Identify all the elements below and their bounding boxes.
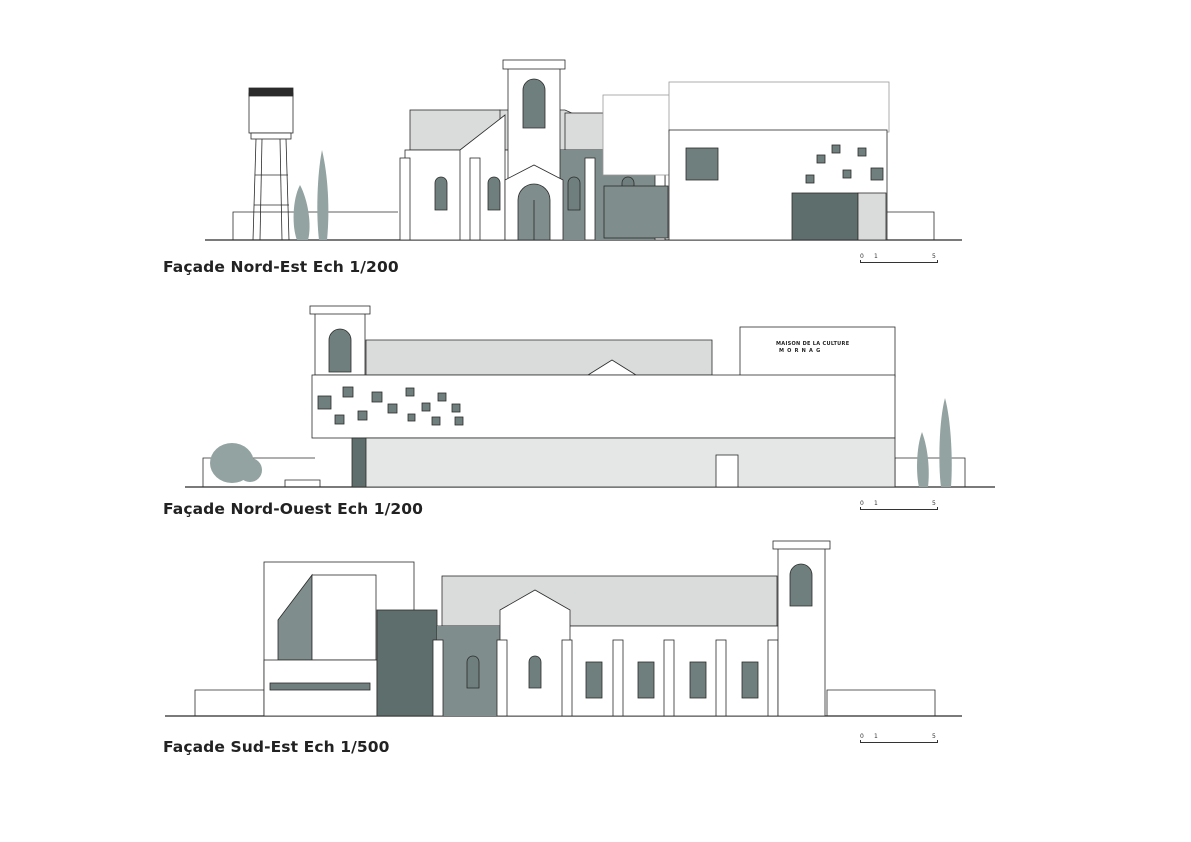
scale-tick: 0	[860, 733, 864, 740]
scale-tick: 0	[860, 253, 864, 260]
scale-tick: 1	[874, 253, 878, 260]
tree	[317, 150, 329, 240]
scale-tick: 1	[874, 733, 878, 740]
elevation-title-nord-ouest: Façade Nord-Ouest Ech 1/200	[163, 500, 424, 518]
scale-tick: 1	[874, 500, 878, 507]
scale-bar-line	[860, 740, 938, 743]
scale-bar: 0 1 5	[860, 253, 938, 265]
sign-text-line1: MAISON DE LA CULTURE	[776, 341, 850, 347]
sign-block	[739, 326, 896, 378]
water-tower	[248, 87, 294, 241]
elevation-title-sud-est: Façade Sud-Est Ech 1/500	[163, 738, 390, 756]
tree	[238, 458, 262, 482]
tree	[293, 185, 310, 240]
scale-tick: 5	[932, 733, 936, 740]
scale-tick: 0	[860, 500, 864, 507]
roof	[441, 575, 778, 627]
scale-bar-line	[860, 260, 938, 263]
sign-text-line2: MORNAG	[779, 348, 823, 354]
scale-bar: 0 1 5	[860, 500, 938, 512]
elevation-title-nord-est: Façade Nord-Est Ech 1/200	[163, 258, 399, 276]
scale-bar: 0 1 5	[860, 733, 938, 745]
tree	[917, 432, 929, 487]
annex-nord-est	[602, 81, 890, 241]
tree	[939, 398, 952, 487]
scale-bar-line	[860, 507, 938, 510]
scale-tick: 5	[932, 253, 936, 260]
scale-tick: 5	[932, 500, 936, 507]
stone-wall	[364, 437, 896, 488]
